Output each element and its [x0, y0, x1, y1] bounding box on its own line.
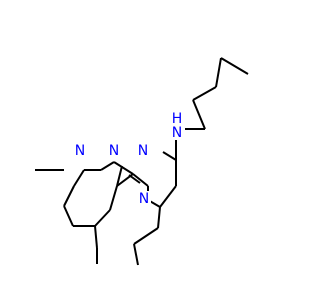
bond — [116, 165, 123, 187]
atom-label-h-amine: H — [172, 111, 183, 127]
bond — [109, 185, 118, 211]
atom-background — [107, 143, 121, 159]
atom-background — [136, 143, 150, 159]
atom-background — [169, 118, 185, 140]
bond — [63, 205, 74, 227]
bond — [220, 57, 249, 75]
bond — [132, 173, 149, 187]
bond — [133, 243, 139, 266]
bond — [192, 99, 206, 130]
molecule-structure: N N N N N H — [35, 57, 249, 266]
atom-label-n-pyrazole: N — [109, 143, 119, 159]
bond — [192, 86, 217, 101]
atom-background — [73, 143, 87, 159]
atom-label-layer: N N N N N H — [73, 111, 185, 207]
bond — [63, 185, 75, 207]
bond — [159, 185, 177, 208]
atom-label-n-bridge: N — [138, 143, 148, 159]
bond — [94, 209, 111, 227]
bond — [100, 161, 115, 171]
bond — [94, 225, 98, 249]
atom-background — [137, 191, 151, 207]
atom-label-n-pyridine: N — [75, 143, 85, 159]
bond-layer — [35, 57, 249, 266]
bond — [116, 173, 134, 187]
atom-label-n-pyrimidine: N — [139, 191, 149, 207]
bond — [215, 57, 222, 88]
bond — [133, 227, 159, 245]
bond — [157, 206, 161, 229]
atom-label-n-amine: N — [172, 125, 182, 141]
bond — [73, 169, 85, 187]
bond — [113, 161, 134, 175]
bond — [162, 151, 177, 161]
